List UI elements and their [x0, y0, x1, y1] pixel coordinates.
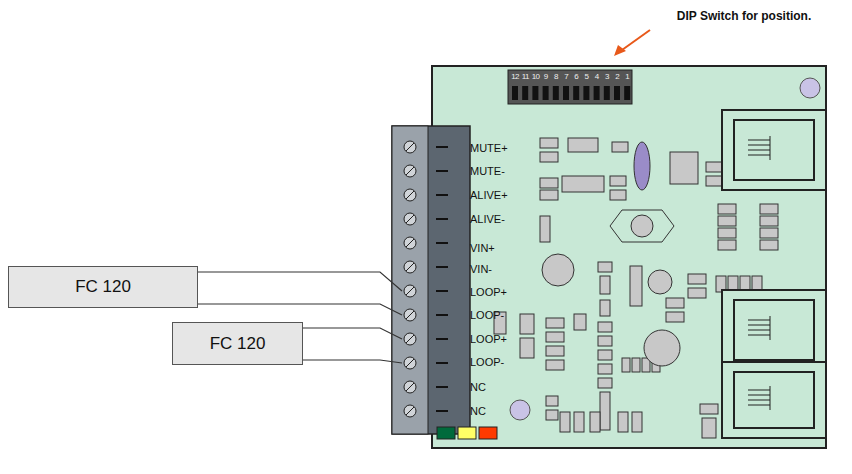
dip-knob	[532, 86, 538, 100]
callout-arrow	[622, 30, 650, 50]
dip-number: 4	[595, 73, 599, 81]
dip-knob	[604, 86, 610, 100]
dip-number: 11	[522, 73, 529, 81]
terminal-mark	[436, 170, 448, 172]
dip-number: 6	[574, 73, 578, 81]
terminal-label: LOOP-	[470, 310, 504, 321]
dip-knob	[583, 86, 589, 100]
terminal-mark	[436, 146, 448, 148]
terminal-screws	[404, 141, 448, 417]
dip-knob	[512, 86, 518, 100]
dip-number: 10	[532, 73, 540, 81]
terminal-mark	[436, 242, 448, 244]
terminal-mark	[436, 266, 448, 268]
screw-slot	[406, 143, 414, 151]
dip-knob	[522, 86, 528, 100]
screw	[404, 261, 416, 273]
arrow-head	[614, 45, 626, 56]
dip-knob	[543, 86, 549, 100]
terminal-label: MUTE-	[470, 166, 505, 177]
terminal-label: VIN+	[470, 243, 495, 254]
screw-column	[392, 126, 428, 434]
dip-knob	[573, 86, 579, 100]
dip-knob	[624, 86, 630, 100]
dip-switch	[508, 70, 632, 104]
screw-slot	[406, 407, 414, 415]
dip-number: 2	[615, 73, 619, 81]
device-box: FC 120	[8, 266, 198, 308]
screw-slot	[406, 359, 414, 367]
screw-slot	[406, 215, 414, 223]
terminal-mark	[436, 386, 448, 388]
dip-number: 8	[554, 73, 558, 81]
dip-knobs	[512, 86, 630, 100]
led-red	[479, 427, 497, 439]
dip-number: 12	[511, 73, 519, 81]
screw-slot	[406, 383, 414, 391]
screw	[404, 333, 416, 345]
dip-number: 5	[585, 73, 589, 81]
screw	[404, 357, 416, 369]
screw	[404, 381, 416, 393]
pcb-board	[432, 66, 826, 448]
dip-knob	[614, 86, 620, 100]
terminal-mark	[436, 410, 448, 412]
dip-knob	[553, 86, 559, 100]
screw	[404, 189, 416, 201]
terminal-mark	[436, 218, 448, 220]
screw-slot	[406, 287, 414, 295]
screw-slot	[406, 191, 414, 199]
terminal-block	[392, 126, 470, 434]
terminal-mark	[436, 290, 448, 292]
screw	[404, 285, 416, 297]
terminal-label: LOOP+	[470, 287, 507, 298]
dip-knob	[563, 86, 569, 100]
terminal-label: NC	[470, 382, 486, 393]
terminal-mark	[436, 338, 448, 340]
device-name: FC 120	[210, 334, 266, 354]
screw	[404, 309, 416, 321]
terminal-label: VIN-	[470, 264, 492, 275]
screw	[404, 237, 416, 249]
terminal-label: MUTE+	[470, 143, 508, 154]
device-name: FC 120	[75, 277, 131, 297]
callout-text: DIP Switch for position.	[677, 10, 811, 22]
screw-slot	[406, 311, 414, 319]
screw-slot	[406, 239, 414, 247]
device-box: FC 120	[172, 322, 303, 365]
screw-slot	[406, 167, 414, 175]
terminal-label: LOOP+	[470, 334, 507, 345]
dip-knob	[594, 86, 600, 100]
terminal-label: NC	[470, 406, 486, 417]
terminal-label: LOOP-	[470, 357, 504, 368]
screw	[404, 165, 416, 177]
dip-number: 3	[605, 73, 609, 81]
terminal-mark	[436, 362, 448, 364]
screw	[404, 141, 416, 153]
screw-slot	[406, 263, 414, 271]
terminal-label: ALIVE+	[470, 190, 508, 201]
led-yellow	[458, 427, 476, 439]
dip-number: 7	[564, 73, 568, 81]
terminal-mark	[436, 194, 448, 196]
screw	[404, 405, 416, 417]
dip-number: 1	[625, 73, 629, 81]
rj-pins	[748, 136, 770, 410]
dip-number: 9	[544, 73, 548, 81]
terminal-mark	[436, 314, 448, 316]
screw-slot	[406, 335, 414, 343]
round-components	[542, 142, 680, 366]
terminal-label: ALIVE-	[470, 214, 505, 225]
screw	[404, 213, 416, 225]
led-green	[437, 427, 455, 439]
rj-connectors	[722, 110, 826, 438]
